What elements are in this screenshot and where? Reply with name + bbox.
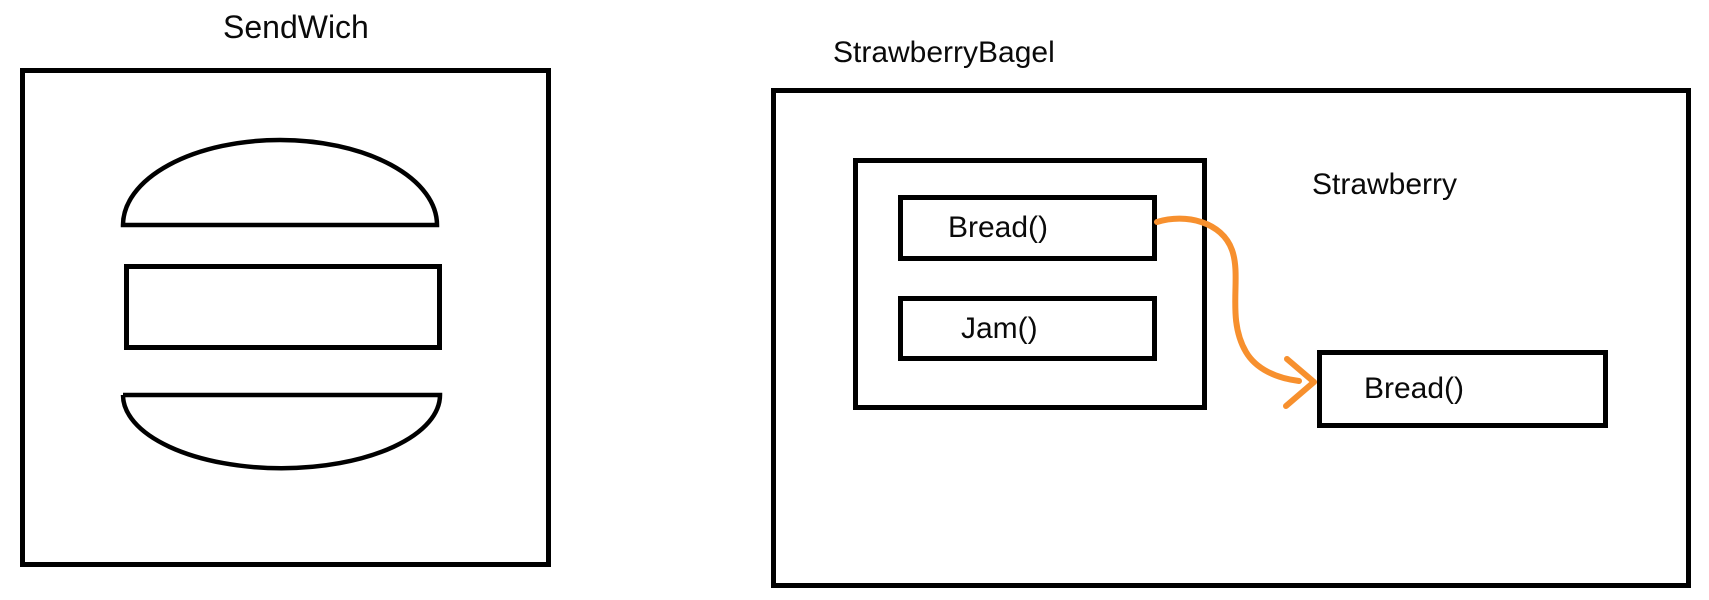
bagel-jam-method-label: Jam()	[961, 311, 1038, 345]
sendwich-class-box	[20, 68, 551, 567]
strawberrybagel-class-box	[771, 88, 1691, 588]
strawberry-bread-method-box: Bread()	[1317, 350, 1608, 428]
strawberry-bread-method-label: Bread()	[1364, 372, 1465, 405]
strawberry-label: Strawberry	[1312, 168, 1458, 201]
top-bun-outline	[120, 137, 440, 228]
bottom-bun-icon	[120, 392, 443, 471]
bagel-bread-method-label: Bread()	[948, 211, 1049, 244]
top-bun-icon	[120, 137, 440, 228]
sendwich-title: SendWich	[223, 9, 369, 45]
filling-shape	[124, 264, 442, 350]
bagel-jam-method-box: Jam()	[898, 296, 1157, 361]
bagel-bread-method-box: Bread()	[898, 195, 1157, 261]
bottom-bun-outline	[120, 392, 443, 471]
strawberrybagel-title: StrawberryBagel	[833, 36, 1055, 69]
